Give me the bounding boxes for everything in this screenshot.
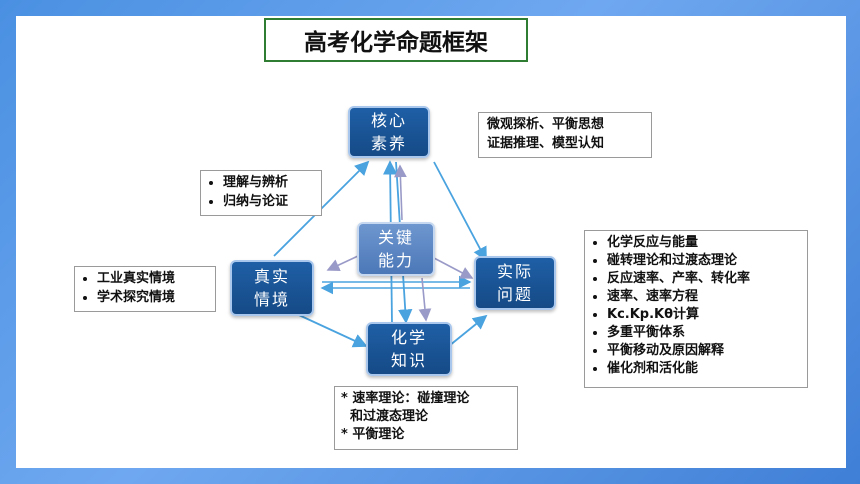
understanding-item: 理解与辨析 bbox=[223, 174, 315, 193]
node-key-line-2: 能力 bbox=[377, 251, 414, 270]
knowledge-topic-line: 和过渡态理论 bbox=[341, 409, 429, 425]
practical-topic-item: 催化剂和活化能 bbox=[607, 360, 801, 378]
node-core-literacy: 核心 素养 bbox=[348, 106, 430, 158]
node-practical-problem: 实际 问题 bbox=[474, 256, 556, 310]
arrow-key-to-real bbox=[326, 255, 359, 272]
practical-topic-item: 反应速率、产率、转化率 bbox=[607, 270, 801, 288]
practical-topic-item: 碰转理论和过渡态理论 bbox=[607, 252, 801, 270]
arrows-layer bbox=[273, 160, 488, 351]
node-key-ability: 关键 能力 bbox=[357, 222, 435, 276]
arrow-key-to-core bbox=[394, 164, 407, 221]
node-real-situation: 真实 情境 bbox=[230, 260, 314, 316]
node-knowledge-line-2: 知识 bbox=[390, 351, 427, 370]
node-practical-line-1: 实际 bbox=[496, 261, 533, 281]
knowledge-topic-line: * 平衡理论 bbox=[341, 427, 405, 443]
arrow-real-to-knowledge bbox=[287, 309, 368, 348]
practical-topic-item: 速率、速率方程 bbox=[607, 288, 801, 306]
knowledge-topic-line: * 速率理论：碰撞理论 bbox=[341, 391, 470, 406]
practical-topic-item: Kc.Kp.Kθ计算 bbox=[607, 306, 801, 324]
node-practical-line-2: 问题 bbox=[496, 285, 533, 304]
practical-topic-item: 多重平衡体系 bbox=[607, 324, 801, 342]
practical-topic-item: 平衡移动及原因解释 bbox=[607, 342, 801, 360]
page-title: 高考化学命题框架 bbox=[264, 18, 528, 62]
understanding-item: 归纳与论证 bbox=[223, 193, 315, 212]
core-note-line-2: 证据推理、模型认知 bbox=[487, 135, 605, 151]
node-real-line-1: 真实 bbox=[253, 266, 290, 286]
knowledge-topics-box: * 速率理论：碰撞理论 和过渡态理论 * 平衡理论 bbox=[334, 386, 518, 450]
core-note-line-1: 微观探析、平衡思想 bbox=[487, 117, 605, 132]
arrow-key-to-knowledge bbox=[418, 277, 432, 322]
situation-item: 工业真实情境 bbox=[97, 270, 209, 289]
node-knowledge-line-1: 化学 bbox=[390, 327, 427, 347]
slide-card: 高考化学命题框架 核心 素养 关键 能力 真实 bbox=[16, 16, 846, 468]
situations-box: 工业真实情境 学术探究情境 bbox=[74, 266, 216, 312]
core-note-box: 微观探析、平衡思想 证据推理、模型认知 bbox=[478, 112, 652, 158]
arrow-core-to-practical bbox=[433, 161, 487, 262]
node-core-line-2: 素养 bbox=[370, 134, 407, 153]
arrow-key-to-practical bbox=[433, 257, 474, 279]
practical-topic-item: 化学反应与能量 bbox=[607, 234, 801, 252]
node-real-line-2: 情境 bbox=[253, 290, 290, 309]
node-chemistry-knowledge: 化学 知识 bbox=[366, 322, 452, 376]
node-core-line-1: 核心 bbox=[370, 110, 407, 130]
practical-topics-box: 化学反应与能量 碰转理论和过渡态理论 反应速率、产率、转化率 速率、速率方程 K… bbox=[584, 230, 808, 388]
node-key-line-1: 关键 bbox=[377, 227, 414, 247]
situation-item: 学术探究情境 bbox=[97, 289, 209, 308]
understanding-box: 理解与辨析 归纳与论证 bbox=[200, 170, 322, 216]
